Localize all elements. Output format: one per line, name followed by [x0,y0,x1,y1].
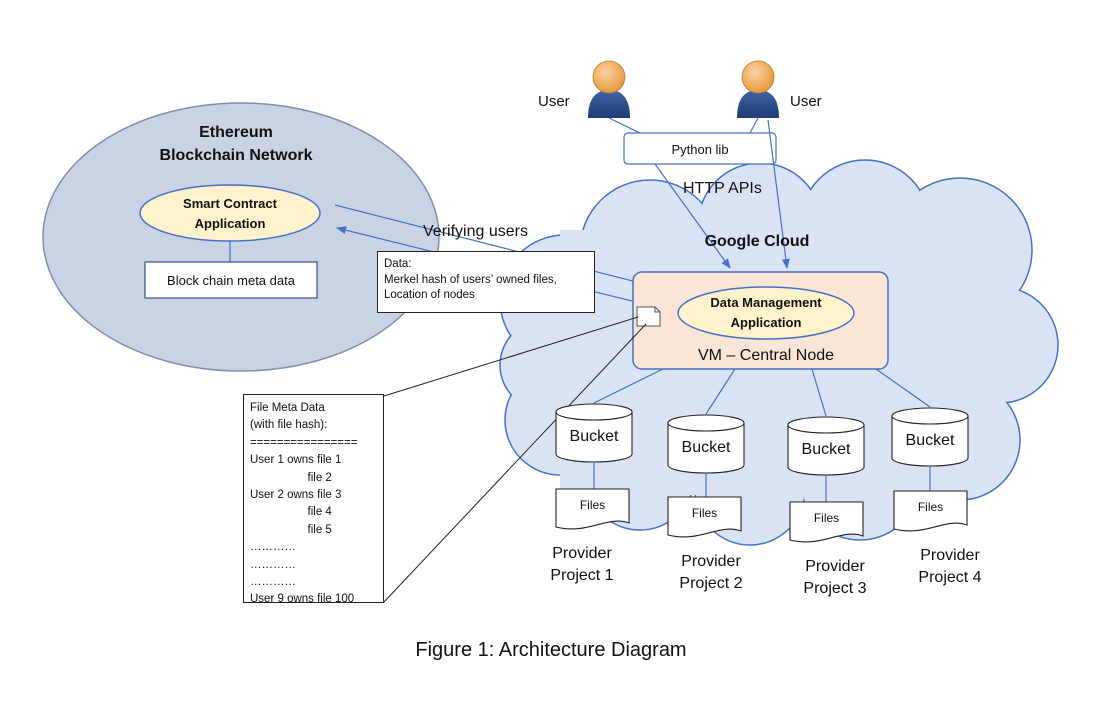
bucket-cylinder [555,403,633,463]
provider-label-line1: Provider [805,558,865,575]
user-left-label: User [538,93,570,110]
verify-arrow-to-vm [334,204,669,292]
provider-label-line2: Project 4 [918,569,981,586]
vm-to-bucket-2 [705,368,736,415]
user-right-label: User [790,93,822,110]
files-label: Files [692,506,717,520]
files-document-shape [789,501,864,543]
bucket-cylinder [891,407,969,467]
bucket-cylinder [787,416,865,476]
smart-contract-line1: Smart Contract [183,196,278,211]
ethereum-title-line1: Ethereum [199,124,273,141]
provider-label-line1: Provider [920,547,980,564]
user-right-to-pythonlib [749,117,759,134]
google-cloud-label: Google Cloud [705,233,810,250]
file-meta-line: ………… [250,576,296,589]
vm-to-bucket-1 [593,368,664,404]
provider-label-line2: Project 1 [550,567,613,584]
python-lib-label: Python lib [671,142,728,157]
vm-to-bucket-3 [811,368,827,417]
file-meta-line: file 5 [250,523,332,536]
bucket-cylinder [667,414,745,474]
data-box-line: Location of nodes [384,289,475,301]
ethereum-title-line2: Blockchain Network [160,147,313,164]
user-right-icon [737,60,779,118]
provider-label-line2: Project 2 [679,575,742,592]
data-management-ellipse [677,286,855,340]
python-lib-box [623,132,777,165]
file-meta-line: File Meta Data [250,402,325,414]
data-box-line: Data: [384,258,412,270]
verifying-users-label: Verifying users [423,223,528,240]
file-meta-line: User 1 owns file 1 [250,454,342,467]
vm-central-node-label: VM – Central Node [698,347,834,364]
files-document-shape [893,490,968,532]
file-meta-line: User 9 owns file 100 [250,593,355,606]
user-left-to-pythonlib [608,117,641,134]
file-meta-line: ………… [250,541,296,554]
http-arrow-right [767,119,790,269]
file-meta-data-box: File Meta Data (with file hash): =======… [243,394,384,605]
files-document-shape [555,488,630,530]
bucket-label: Bucket [570,428,619,445]
provider-label-line1: Provider [681,553,741,570]
provider-label-line2: Project 3 [803,580,866,597]
user-left-icon [588,60,630,118]
blockchain-meta-label: Block chain meta data [167,273,296,288]
bucket-label: Bucket [906,432,955,449]
file-meta-line: ………… [250,558,296,571]
files-label: Files [580,498,605,512]
bucket-label: Bucket [802,441,851,458]
file-meta-document-icon [636,306,661,327]
figure-caption: Figure 1: Architecture Diagram [415,639,686,661]
callout-line-bottom [383,323,647,603]
smart-contract-ellipse [139,184,321,242]
http-arrow-left [654,163,731,269]
blockchain-meta-box [144,261,318,299]
callout-line-top [383,316,639,397]
provider-label-line1: Provider [552,545,612,562]
data-management-line1: Data Management [710,295,822,310]
data-management-line2: Application [731,315,802,330]
smart-contract-line2: Application [195,216,266,231]
file-meta-line: file 2 [250,471,332,484]
data-info-box: Data: Merkel hash of users’ owned files,… [377,251,595,313]
files-document-shape [667,496,742,538]
bucket-label: Bucket [682,439,731,456]
vm-to-bucket-4 [875,368,931,408]
files-label: Files [918,500,943,514]
data-box-line: Merkel hash of users’ owned files, [384,273,557,286]
http-apis-label: HTTP APIs [683,180,762,197]
files-label: Files [814,511,839,525]
file-meta-line: file 4 [250,506,332,519]
file-meta-line: ================ [250,436,358,449]
file-meta-line: User 2 owns file 3 [250,489,342,502]
file-meta-line: (with file hash): [250,419,328,432]
